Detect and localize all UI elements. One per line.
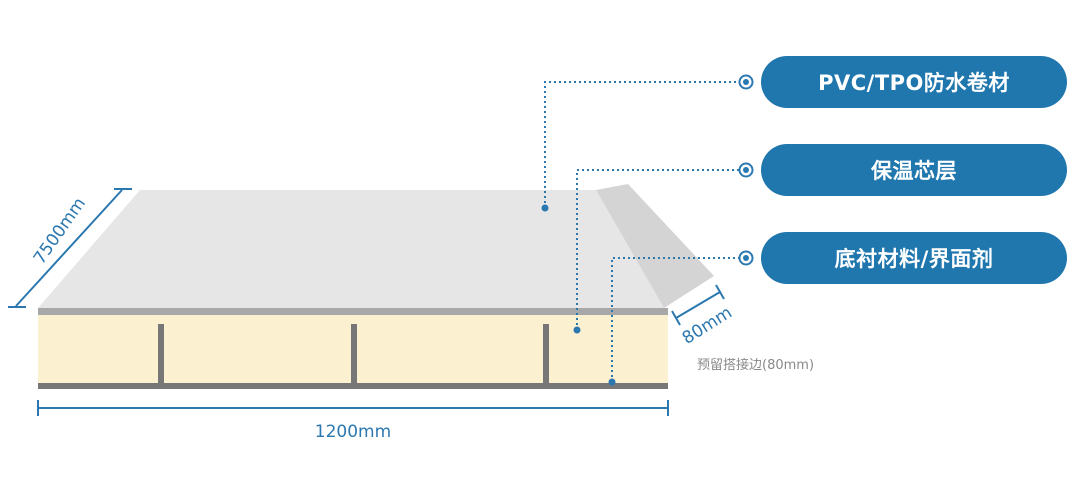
overlap-edge-surface — [596, 184, 714, 308]
rib-2 — [351, 324, 357, 384]
backing-layer — [38, 383, 668, 389]
overlap-note: 预留搭接边(80mm) — [697, 357, 814, 373]
membrane-edge — [38, 308, 668, 315]
membrane-top-surface — [38, 190, 664, 308]
label-insulation-core: 保温芯层 — [761, 144, 1067, 196]
leader-dot-1 — [541, 204, 549, 212]
overlap-dimension-label: 80mm — [679, 303, 736, 349]
leader-line-3 — [611, 257, 742, 382]
rib-1 — [158, 324, 164, 384]
leader-target-2 — [738, 162, 754, 178]
width-dimension-label: 1200mm — [315, 422, 391, 442]
label-membrane: PVC/TPO防水卷材 — [761, 56, 1067, 108]
leader-dot-2 — [573, 326, 581, 334]
leader-target-1 — [738, 74, 754, 90]
leader-line-1 — [544, 81, 742, 208]
leader-line-2 — [576, 169, 742, 330]
label-backing-material: 底衬材料/界面剂 — [761, 232, 1067, 284]
rib-3 — [543, 324, 549, 384]
width-dimension: 1200mm — [37, 400, 669, 442]
leader-dot-3 — [608, 378, 616, 386]
leader-target-3 — [738, 250, 754, 266]
